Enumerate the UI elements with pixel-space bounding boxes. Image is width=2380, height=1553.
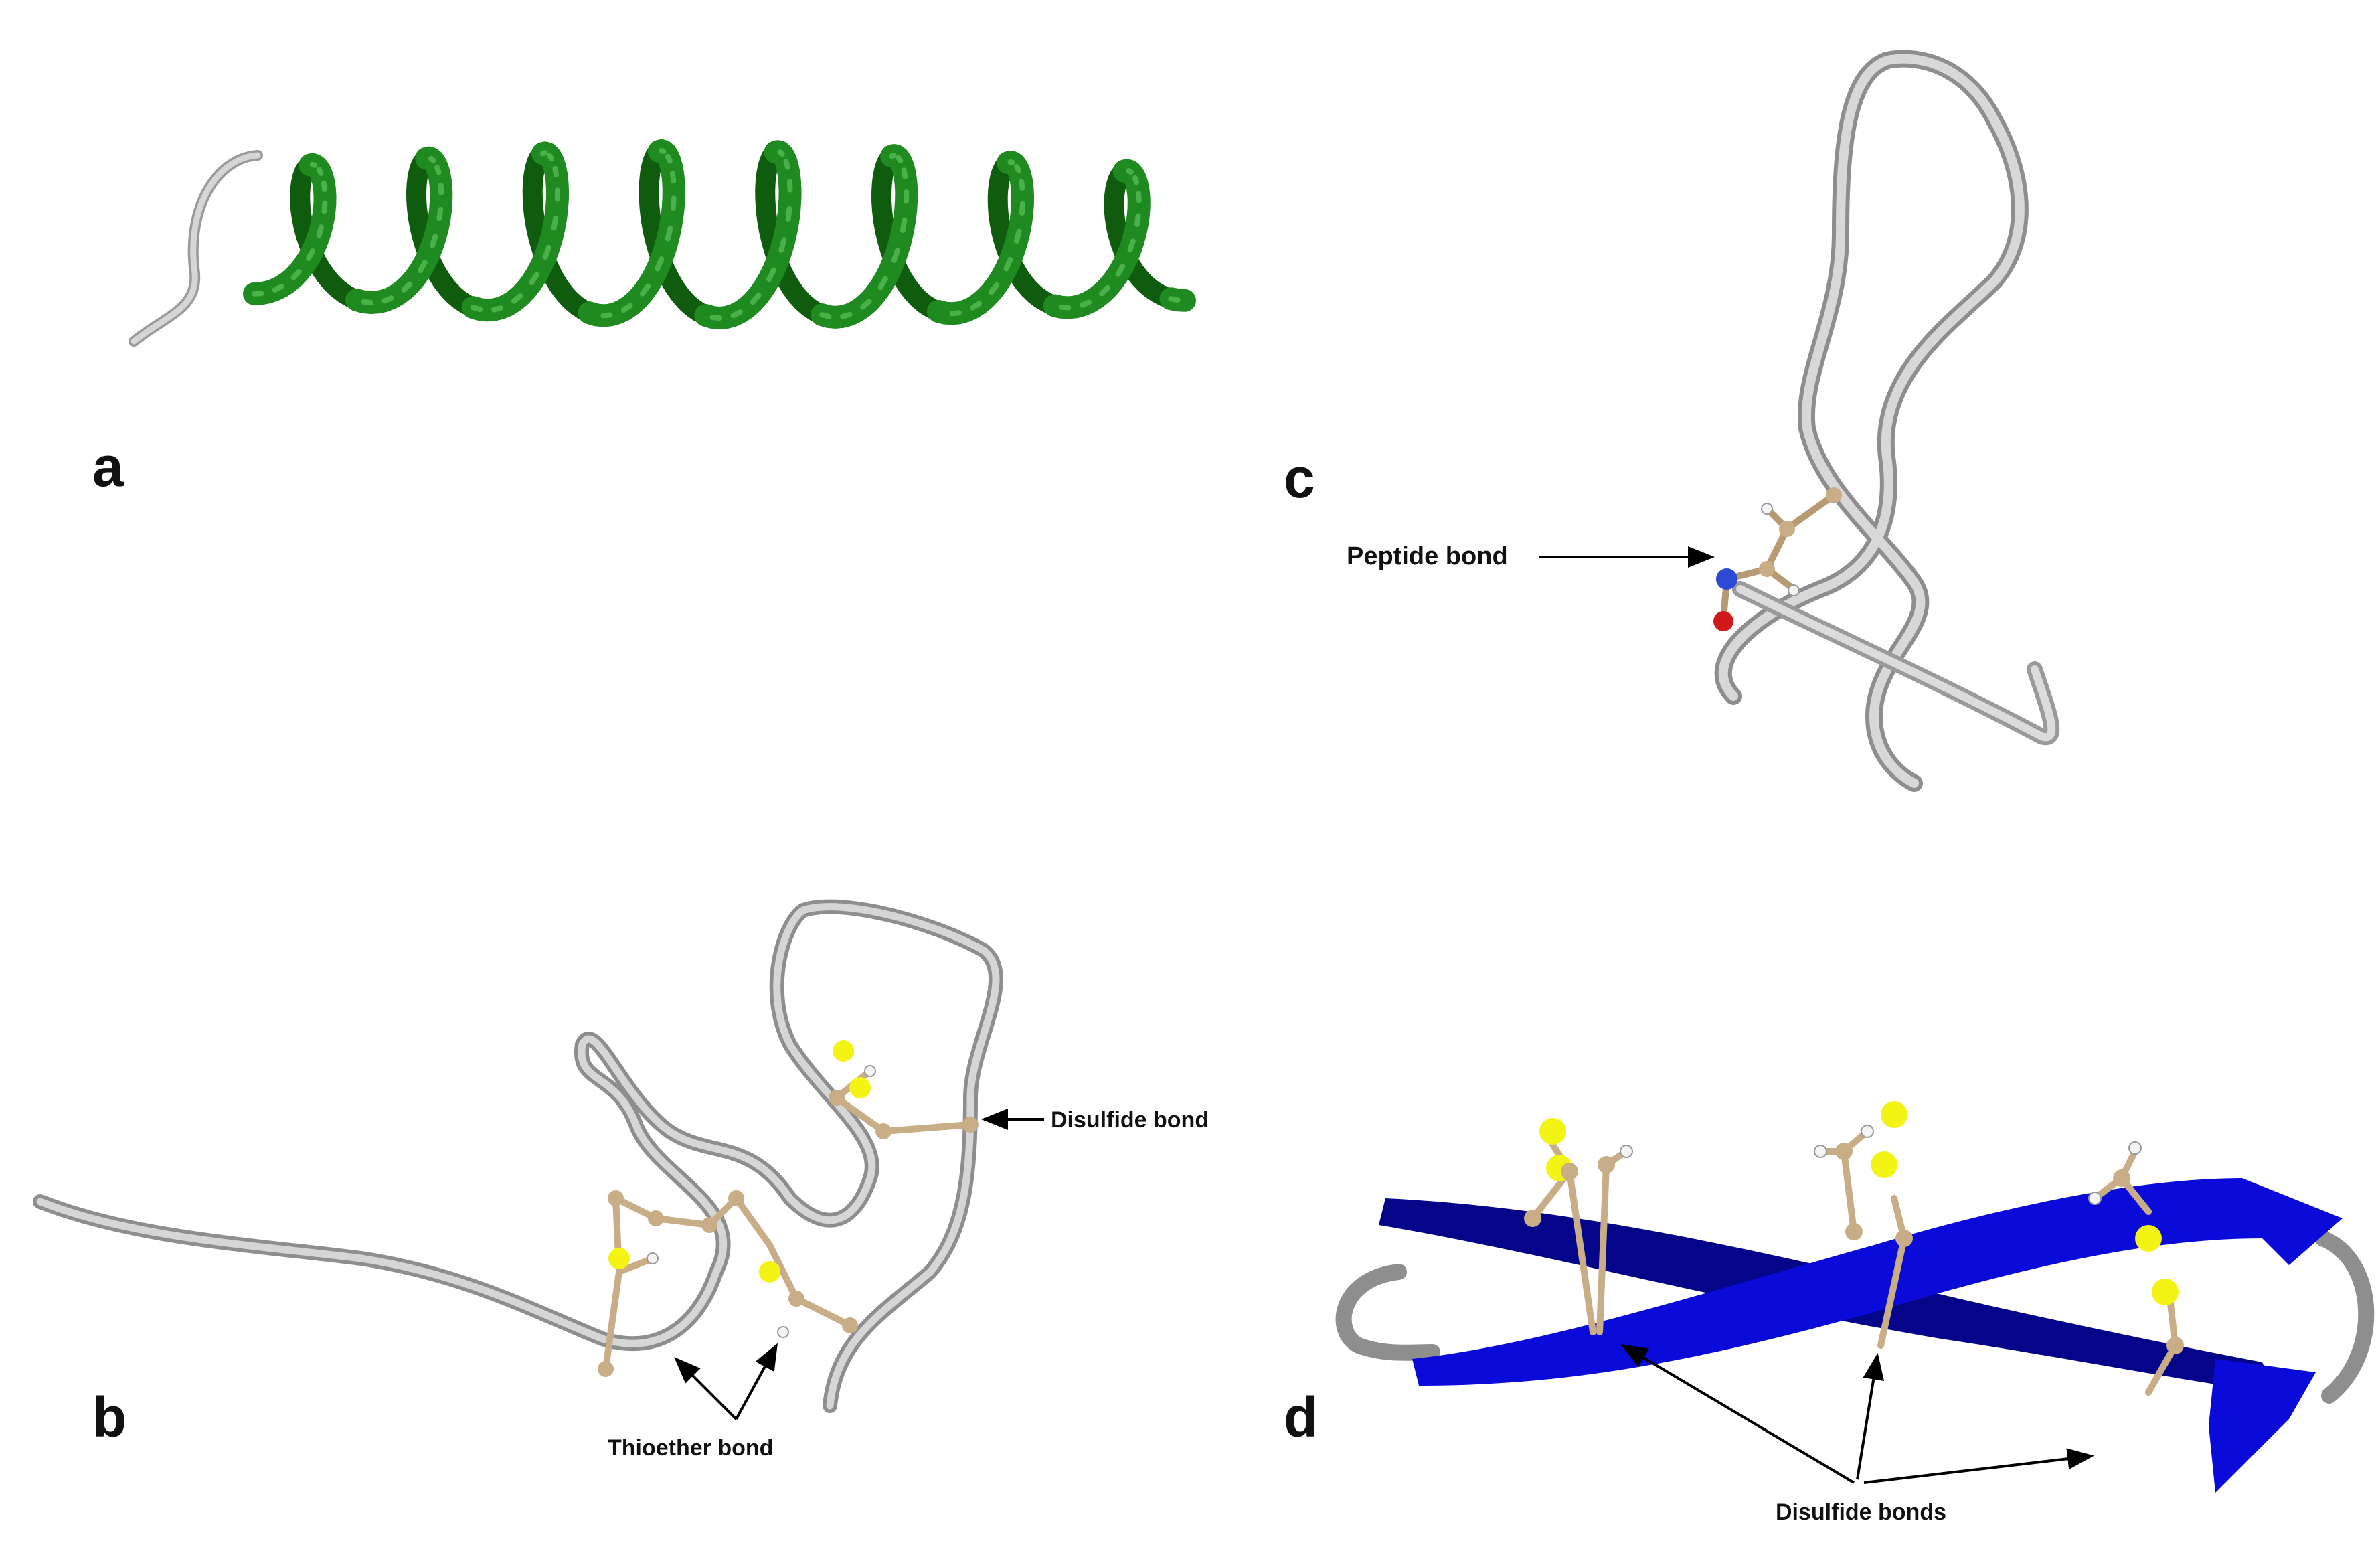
carbon-atom xyxy=(1759,561,1775,577)
coil-backbone-highlight xyxy=(36,903,1000,1410)
sulfur-atom xyxy=(1539,1118,1566,1145)
carbon-atom xyxy=(829,1090,845,1106)
carbon-atom xyxy=(1524,1210,1541,1227)
sulfur-atom xyxy=(2135,1225,2162,1252)
beta-strand-front xyxy=(1412,1178,2343,1386)
hydrogen-atom xyxy=(2128,1141,2142,1155)
panel-label-d: d xyxy=(1284,1386,1319,1449)
hydrogen-atom xyxy=(1761,503,1773,515)
hydrogen-atom xyxy=(1814,1145,1827,1158)
carbon-atom xyxy=(1845,1223,1863,1240)
disulfide-bonds-label: Disulfide bonds xyxy=(1776,1499,1946,1525)
carbon-atom xyxy=(608,1190,624,1206)
carbon-atom xyxy=(1598,1156,1615,1173)
carbon-atom xyxy=(2166,1337,2184,1354)
sulfur-atom xyxy=(833,1040,854,1062)
sulfur-atom xyxy=(849,1077,871,1098)
oxygen-atom xyxy=(1713,611,1733,631)
panel-a-helix xyxy=(129,139,1196,347)
panel-d-sheet xyxy=(1335,1101,2375,1493)
helix-ribbon-highlight xyxy=(252,148,1181,321)
peptide-bond-label: Peptide bond xyxy=(1347,542,1508,570)
sulfur-atom xyxy=(608,1248,630,1269)
carbon-atom xyxy=(1561,1163,1578,1180)
thioether-bond-label: Thioether bond xyxy=(608,1435,774,1461)
carbon-atom xyxy=(788,1291,804,1307)
disulfide-bonds-arrow-left xyxy=(1620,1343,1855,1484)
carbon-atom xyxy=(1835,1143,1853,1160)
disulfide-bonds-arrow-middle xyxy=(1856,1353,1885,1480)
nitrogen-atom xyxy=(1716,568,1737,590)
carbon-atom xyxy=(728,1190,744,1206)
sulfur-atom xyxy=(1881,1101,1907,1128)
carbon-atom xyxy=(598,1361,614,1377)
carbon-atom xyxy=(842,1317,858,1333)
panel-b-peptide xyxy=(33,899,1044,1420)
beta-strand-arrowhead xyxy=(2209,1359,2316,1493)
panel-label-c: c xyxy=(1284,446,1315,509)
carbon-atom xyxy=(701,1217,717,1233)
sulfur-atom xyxy=(759,1261,780,1283)
carbon-atom xyxy=(1895,1230,1913,1247)
carbon-atom xyxy=(875,1123,891,1139)
hydrogen-atom xyxy=(1861,1125,1874,1138)
hydrogen-atom xyxy=(864,1065,876,1077)
carbon-atom xyxy=(1779,521,1795,537)
disulfide-bond-label: Disulfide bond xyxy=(1051,1107,1209,1133)
sulfur-atom xyxy=(1871,1151,1897,1178)
hydrogen-atom xyxy=(777,1326,789,1338)
sulfur-atom xyxy=(2152,1279,2179,1305)
coil-loop-right xyxy=(2314,1230,2375,1404)
panel-label-a: a xyxy=(92,435,124,498)
disulfide-bonds-arrow-right xyxy=(1863,1448,2094,1484)
thioether-bond-arrow-right xyxy=(735,1343,778,1420)
thioether-bond-arrow-left xyxy=(674,1357,738,1420)
hydrogen-atom xyxy=(2088,1192,2102,1205)
coil-loop xyxy=(1714,50,2029,792)
coil-loop-highlight xyxy=(1718,54,2025,788)
hydrogen-atom xyxy=(647,1252,659,1264)
coil-loop-left xyxy=(1335,1264,1440,1361)
hydrogen-atom xyxy=(1788,584,1800,596)
panel-label-b: b xyxy=(92,1386,127,1449)
carbon-atom xyxy=(648,1210,664,1226)
carbon-atom xyxy=(1826,487,1842,503)
carbon-atom xyxy=(2113,1169,2130,1187)
panel-c-loop xyxy=(1539,50,2060,792)
hydrogen-atom xyxy=(1620,1145,1633,1158)
carbon-atom xyxy=(962,1117,979,1133)
coil-loop-bottom-highlight xyxy=(1736,585,2056,742)
coil-tail-highlight xyxy=(131,152,261,345)
